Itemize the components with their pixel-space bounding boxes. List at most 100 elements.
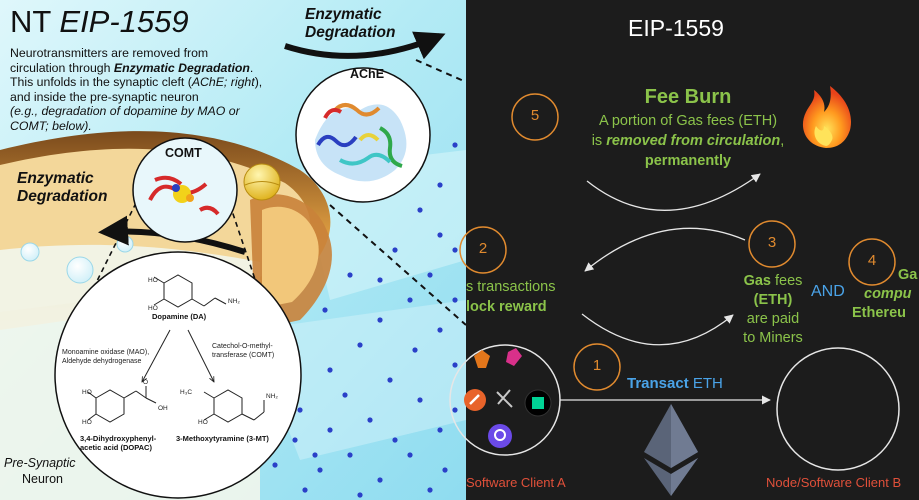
pre-synaptic-line: Neuron	[22, 472, 63, 486]
label-line: Degradation	[305, 24, 396, 41]
client-b-label: Node/Software Client B	[766, 475, 902, 490]
step-4-text: Ga compu Ethereu	[848, 266, 917, 323]
page-title: NT EIP-1559	[10, 4, 189, 40]
neurotransmitter-dot	[442, 467, 448, 473]
ache-protein-icon	[315, 103, 407, 182]
nh2-label: NH₂	[266, 393, 278, 400]
step-5-number: 5	[530, 107, 540, 124]
neurotransmitter-dot	[392, 247, 398, 253]
intro-text: circulation through	[10, 60, 114, 75]
client-b-circle	[776, 347, 900, 471]
step-3-line: are paid	[746, 311, 800, 327]
intro-italic: (e.g., degradation of dopamine by MAO or	[10, 104, 240, 119]
step-1-number: 1	[592, 357, 602, 374]
wallet-icon-mark	[469, 394, 480, 405]
pre-synaptic-line: Pre-Synaptic	[4, 455, 76, 471]
fee-burn-body: A portion of Gas fees (ETH) is removed f…	[560, 111, 816, 171]
intro-text: ),	[254, 75, 263, 90]
comt-enzyme-label: Catechol-O-methyl- transferase (COMT)	[212, 343, 274, 360]
transporter-seam	[244, 181, 280, 186]
label-line: Enzymatic	[17, 170, 94, 187]
chem-line: Aldehyde dehydrogenase	[62, 357, 142, 365]
client-a-label: Software Client A	[466, 475, 566, 490]
dopac-label: 3,4-Dihydroxyphenyl- acetic acid (DOPAC)	[80, 434, 156, 452]
fee-burn-title: Fee Burn	[644, 86, 732, 108]
ho-label: HO	[82, 389, 92, 396]
fee-burn-line: permanently	[644, 153, 732, 169]
vesicle	[116, 235, 134, 253]
and-label: AND	[811, 283, 845, 300]
neurotransmitter-dot	[437, 427, 443, 433]
neurotransmitter-dot	[357, 492, 363, 498]
neurotransmitter-dot	[417, 397, 423, 403]
ethereum-logo-icon	[644, 404, 698, 496]
label-line: Enzymatic	[305, 6, 382, 23]
step-2-number: 2	[478, 240, 488, 257]
fee-burn-line: A portion of Gas fees (ETH)	[598, 113, 778, 129]
ache-label: AChE	[350, 67, 385, 81]
intro-line: circulation through Enzymatic Degradatio…	[10, 61, 300, 76]
neurotransmitter-dot	[407, 297, 413, 303]
step-2-line: lock reward	[466, 299, 547, 315]
pre-synaptic-text: Pre-Synaptic	[4, 456, 76, 470]
neurotransmitter-dot	[302, 487, 308, 493]
step-1-circle	[573, 343, 621, 391]
compound-icon-mark	[532, 397, 544, 409]
comt-protein-icon	[148, 175, 220, 216]
right-panel	[449, 0, 919, 500]
wallet-logos	[464, 348, 552, 448]
neurotransmitter-dot	[452, 142, 458, 148]
vesicle	[20, 242, 40, 262]
transact-rest: ETH	[688, 375, 723, 392]
step-2-line: s transactions	[466, 279, 556, 295]
neurotransmitter-dot	[327, 367, 333, 373]
neurotransmitter-dot	[317, 467, 323, 473]
chem-line: Monoamine oxidase (MAO),	[62, 349, 150, 356]
step-2-circle	[459, 226, 507, 274]
intro-paragraph: Neurotransmitters are removed from circu…	[10, 46, 300, 134]
intro-emphasis: Enzymatic Degradation	[113, 60, 250, 75]
intro-line: Neurotransmitters are removed from	[10, 46, 209, 60]
neurotransmitter-dot	[452, 362, 458, 368]
title-suffix: EIP-1559	[59, 4, 189, 39]
neurotransmitter-dot	[322, 307, 328, 313]
o-label: O	[143, 379, 148, 386]
neurotransmitter-dot	[437, 327, 443, 333]
polygon-icon-mark	[494, 429, 506, 441]
neurotransmitter-dot	[387, 377, 393, 383]
neurotransmitter-dot	[297, 407, 303, 413]
transact-bold: Transact	[627, 375, 689, 392]
step-3-fees: fees	[770, 273, 803, 289]
neurotransmitter-dot	[272, 462, 278, 468]
dopamine-pathway-circle	[54, 251, 302, 499]
pre-synaptic-label: Pre-Synaptic Neuron	[4, 455, 76, 487]
step-3-number: 3	[767, 234, 777, 251]
neurotransmitter-dot	[347, 452, 353, 458]
neurotransmitter-dot	[312, 452, 318, 458]
comt-label: COMT	[165, 146, 202, 160]
intro-text: .	[249, 60, 254, 75]
cycle-arrow-top	[586, 173, 761, 211]
step-3-circle	[748, 220, 796, 268]
ho-label: HO	[148, 277, 158, 284]
intro-italic: AChE; right	[191, 75, 255, 90]
neurotransmitter-dot	[392, 437, 398, 443]
neurotransmitter-dots	[267, 142, 458, 498]
neurotransmitter-dot	[377, 477, 383, 483]
neurotransmitter-dot	[357, 342, 363, 348]
enzymatic-degradation-label-top: Enzymatic Degradation	[305, 6, 395, 42]
mao-arrow	[142, 329, 171, 382]
degradation-arrow-top	[284, 31, 446, 60]
neurotransmitter-dot	[427, 487, 433, 493]
comt-arrow	[187, 329, 214, 382]
client-a-circle	[449, 344, 561, 456]
chem-line: 3,4-Dihydroxyphenyl-	[80, 434, 157, 443]
step-4-line: compu	[864, 286, 912, 302]
neurotransmitter-dot	[412, 347, 418, 353]
neurotransmitter-dot	[367, 417, 373, 423]
polygon-icon	[488, 424, 512, 448]
zoom-line	[415, 59, 467, 83]
step-4-line: Ga	[898, 267, 918, 283]
step-4-number: 4	[867, 252, 877, 269]
